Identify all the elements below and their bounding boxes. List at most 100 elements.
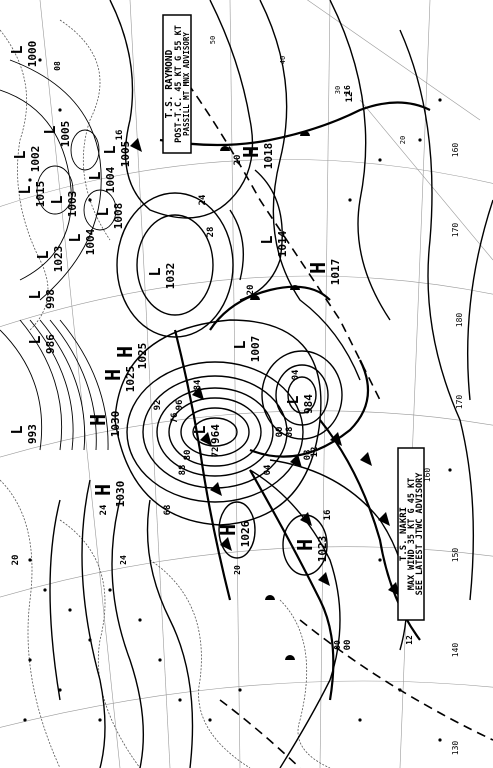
pressure-center-letter: H — [239, 146, 263, 158]
pressure-center-value: 1017 — [329, 259, 342, 286]
pressure-center-value: 1032 — [164, 263, 177, 290]
isobar-label: 88 — [178, 465, 188, 476]
isobar-label: 08 — [285, 427, 295, 438]
pressure-center-value: 1025 — [136, 343, 149, 370]
pressure-center-value: 1026 — [239, 520, 252, 547]
station-label: 20 — [233, 565, 242, 575]
advisory-raymond-line-1: T.S. RAYMOND — [164, 49, 175, 118]
isobar-label: 96 — [175, 400, 185, 411]
pressure-center-letter: L — [86, 171, 104, 180]
pressure-center-value: 1030 — [114, 481, 127, 508]
pressure-center-value: 1005 — [119, 141, 132, 168]
advisory-raymond: T.S. RAYMOND POST-T.C. 45 KT G 55 KT PAS… — [162, 14, 192, 154]
station-label: 00 — [333, 640, 342, 650]
pressure-center-value: 1003 — [66, 191, 79, 218]
pressure-center-letter: L — [34, 250, 52, 259]
isobar-label: 28 — [206, 227, 216, 238]
isobar-label: 00 — [275, 427, 285, 438]
pressure-center-letter: H — [91, 484, 115, 496]
isobar-label: 20 — [246, 285, 256, 296]
longitude-label: 150 — [451, 548, 460, 563]
longitude-label: 170 — [451, 223, 460, 238]
pressure-center-letter: H — [293, 539, 317, 551]
isobar-label: 84 — [193, 379, 203, 390]
pressure-center-letter: L — [48, 195, 66, 204]
longitude-label: 170 — [455, 395, 464, 410]
isobar-label: 16 — [323, 510, 333, 521]
pressure-center-letter: H — [306, 262, 330, 274]
advisory-raymond-line-2: POST-T.C. 45 KT G 55 KT — [174, 25, 184, 143]
pressure-center-letter: L — [94, 207, 112, 216]
longitude-label: 160 — [423, 468, 432, 483]
pressure-center-letter: L — [146, 267, 164, 276]
pressure-center-value: 964 — [209, 424, 222, 444]
pressure-center-letter: L — [16, 185, 34, 194]
isobar-label: 20 — [11, 555, 21, 566]
pressure-center-letter: H — [86, 414, 110, 426]
pressure-center-value: 1004 — [104, 166, 117, 193]
pressure-center-value: 1007 — [249, 336, 262, 363]
isobar-label: 24 — [99, 504, 109, 515]
pressure-center-value: 1000 — [26, 41, 39, 68]
pressure-center-value: 1008 — [112, 203, 125, 230]
dashed-lines — [169, 59, 493, 768]
station-plots — [23, 58, 452, 742]
pressure-center-value: 1023 — [316, 536, 329, 563]
longitude-label: 130 — [451, 741, 460, 756]
isobar-label: 08 — [303, 450, 313, 461]
isobar-label: 24 — [198, 194, 208, 205]
graticule-labels: 1301401501601701801701602030405012160820… — [53, 36, 464, 755]
advisory-nakri-line-1: T.S. NAKRI — [399, 507, 409, 561]
isobar-label: 12 — [310, 447, 320, 458]
longitude-label: 140 — [451, 643, 460, 658]
pressure-center-value: 1025 — [124, 366, 137, 393]
pressure-center-letter: H — [113, 346, 137, 358]
latitude-label: 40 — [279, 56, 287, 64]
pressure-center-value: 1018 — [262, 143, 275, 170]
latitude-label: 20 — [399, 136, 407, 144]
isobar-label: 68 — [163, 505, 173, 516]
isobar-label: 04 — [291, 369, 301, 380]
isobar-label: 00 — [343, 640, 353, 651]
pressure-center-letter: L — [11, 150, 29, 159]
longitude-label: 160 — [451, 143, 460, 158]
pressure-center-letter: L — [101, 145, 119, 154]
isobar-label: 16 — [115, 130, 125, 141]
pressure-center-letter: L — [284, 395, 302, 404]
pressure-center-value: 986 — [44, 334, 57, 354]
station-label: 12 — [405, 635, 414, 645]
isobar-label: 76 — [170, 413, 180, 424]
pressure-center-value: 984 — [302, 394, 315, 414]
latitude-label: 50 — [209, 36, 217, 44]
pressure-center-value: 1030 — [109, 411, 122, 438]
pressure-center-value: 1004 — [84, 228, 97, 255]
station-label: 16 — [343, 85, 352, 95]
pressure-center-letter: L — [26, 335, 44, 344]
pressure-center-letter: L — [8, 425, 26, 434]
pressure-center-letter: L — [41, 125, 59, 134]
station-label: 24 — [119, 555, 128, 565]
pressure-center-letter: L — [8, 45, 26, 54]
pressure-center-letter: L — [231, 340, 249, 349]
pressure-center-value: 998 — [44, 289, 57, 309]
pressure-center-value: 1002 — [29, 146, 42, 173]
isobar-label: 04 — [263, 464, 273, 475]
advisory-nakri-line-3: SEE LATEST JTWC ADVISORY — [415, 472, 425, 596]
pressure-center-letter: L — [258, 235, 276, 244]
pressure-center-letter: L — [66, 233, 84, 242]
isobar-label: 20 — [233, 155, 243, 166]
pressure-center-value: 1023 — [52, 246, 65, 273]
pressure-center-value: 1015 — [34, 181, 47, 208]
longitude-label: 180 — [455, 313, 464, 328]
advisory-nakri: T.S. NAKRI MAX WIND 35 KT G 45 KT SEE LA… — [397, 447, 425, 621]
advisory-nakri-line-2: MAX WIND 35 KT G 45 KT — [407, 478, 417, 591]
latitude-label: 30 — [334, 86, 342, 94]
pressure-center-letter: L — [26, 290, 44, 299]
station-label: 08 — [53, 61, 62, 71]
isobar-label: 12 — [345, 92, 355, 103]
pressure-center-value: 1005 — [59, 121, 72, 148]
